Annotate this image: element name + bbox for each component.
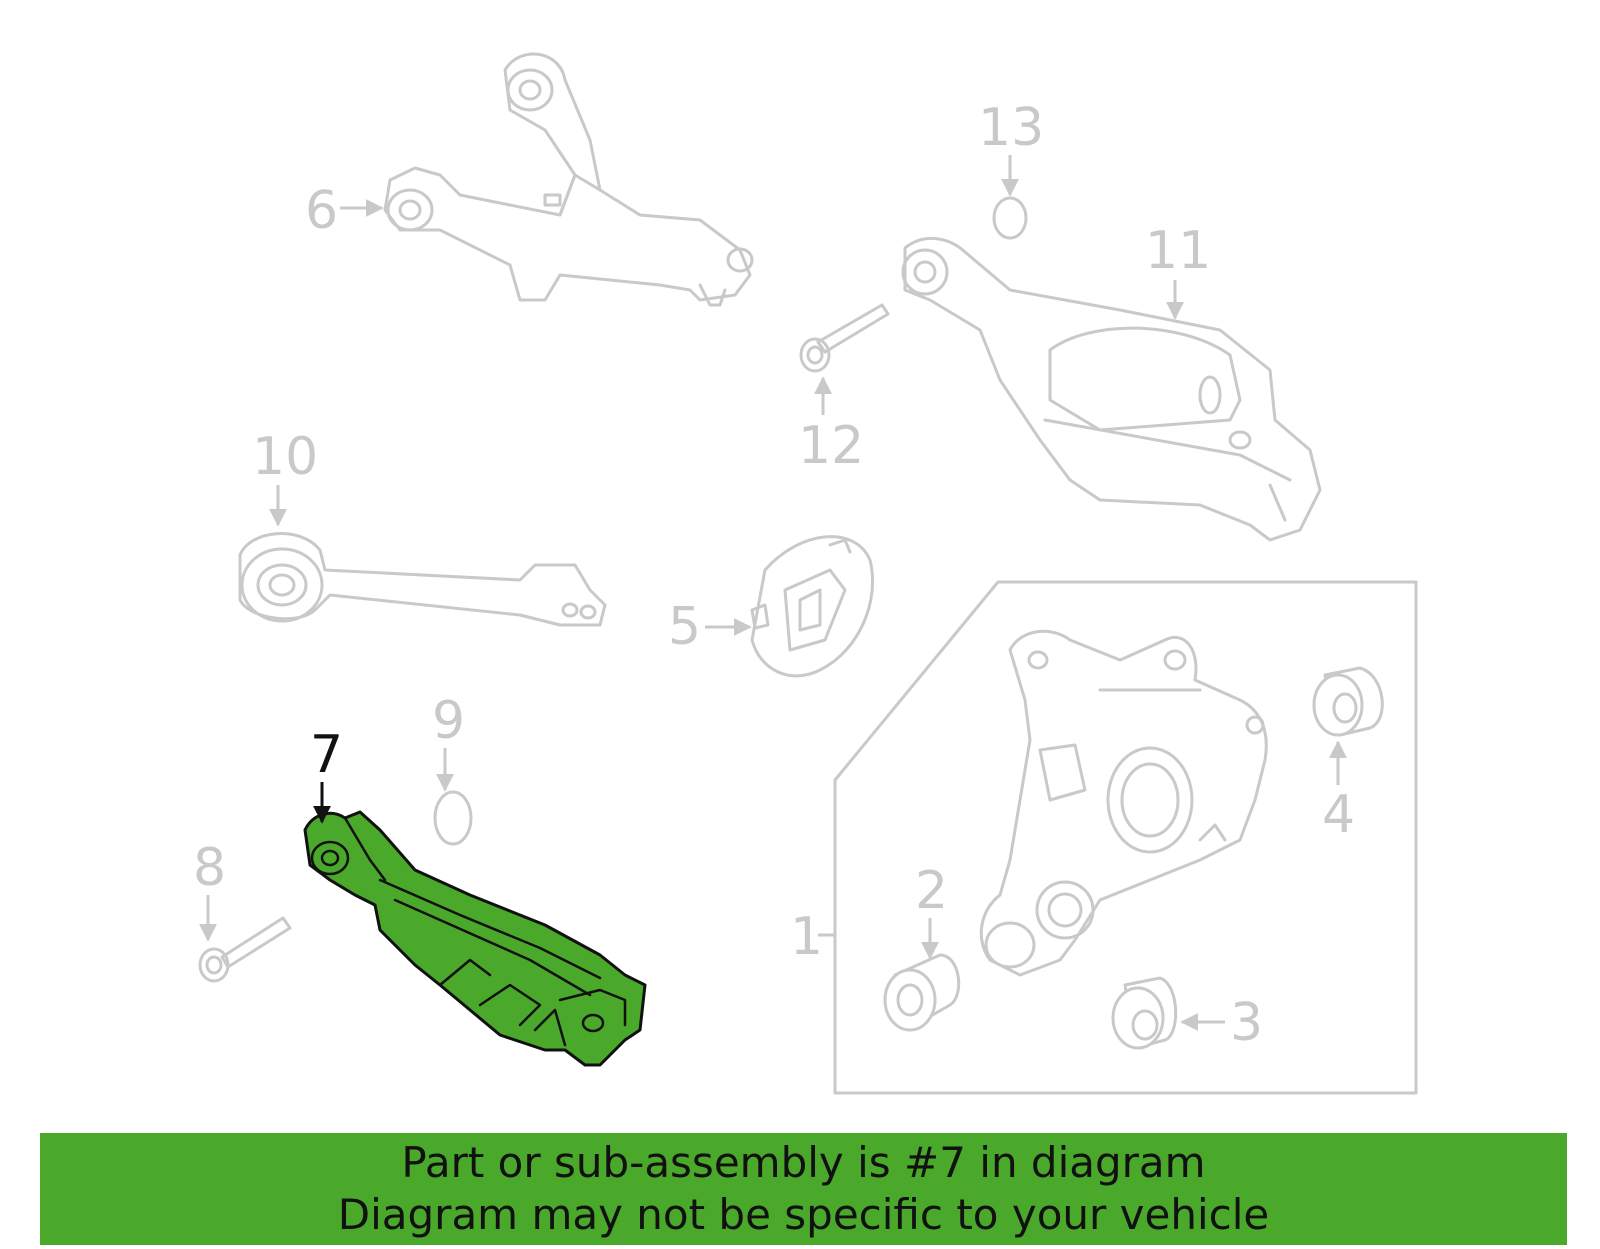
part-5-seat — [750, 535, 875, 678]
callout-11: 11 — [1145, 221, 1211, 281]
callout-13: 13 — [978, 98, 1044, 158]
callout-10: 10 — [252, 427, 318, 487]
part-7-trailing-arm — [303, 810, 647, 1067]
callout-9: 9 — [432, 691, 465, 751]
part-9-washer — [433, 790, 473, 846]
callout-4: 4 — [1322, 785, 1355, 845]
info-banner: Part or sub-assembly is #7 in diagram Di… — [40, 1133, 1567, 1245]
part-6-upper-arm — [383, 52, 754, 307]
part-1-knuckle-assembly — [833, 580, 1418, 1095]
callout-7: 7 — [310, 725, 343, 785]
callout-8: 8 — [193, 838, 226, 898]
callout-2: 2 — [915, 861, 948, 921]
part-2-bushing — [883, 953, 961, 1032]
banner-line-2: Diagram may not be specific to your vehi… — [337, 1190, 1270, 1239]
callout-6: 6 — [305, 181, 338, 241]
part-8-bolt — [198, 916, 292, 983]
callout-5: 5 — [668, 597, 701, 657]
callout-12: 12 — [798, 416, 864, 476]
banner-line-1: Part or sub-assembly is #7 in diagram — [401, 1138, 1206, 1187]
part-3-bushing — [1111, 976, 1178, 1050]
part-4-bushing — [1312, 666, 1384, 737]
part-11-lower-arm — [901, 236, 1322, 542]
callout-3: 3 — [1230, 993, 1263, 1053]
part-10-lateral-link — [238, 532, 607, 627]
part-12-bolt — [799, 303, 890, 373]
callout-1: 1 — [790, 907, 823, 967]
part-13-washer — [992, 196, 1028, 240]
